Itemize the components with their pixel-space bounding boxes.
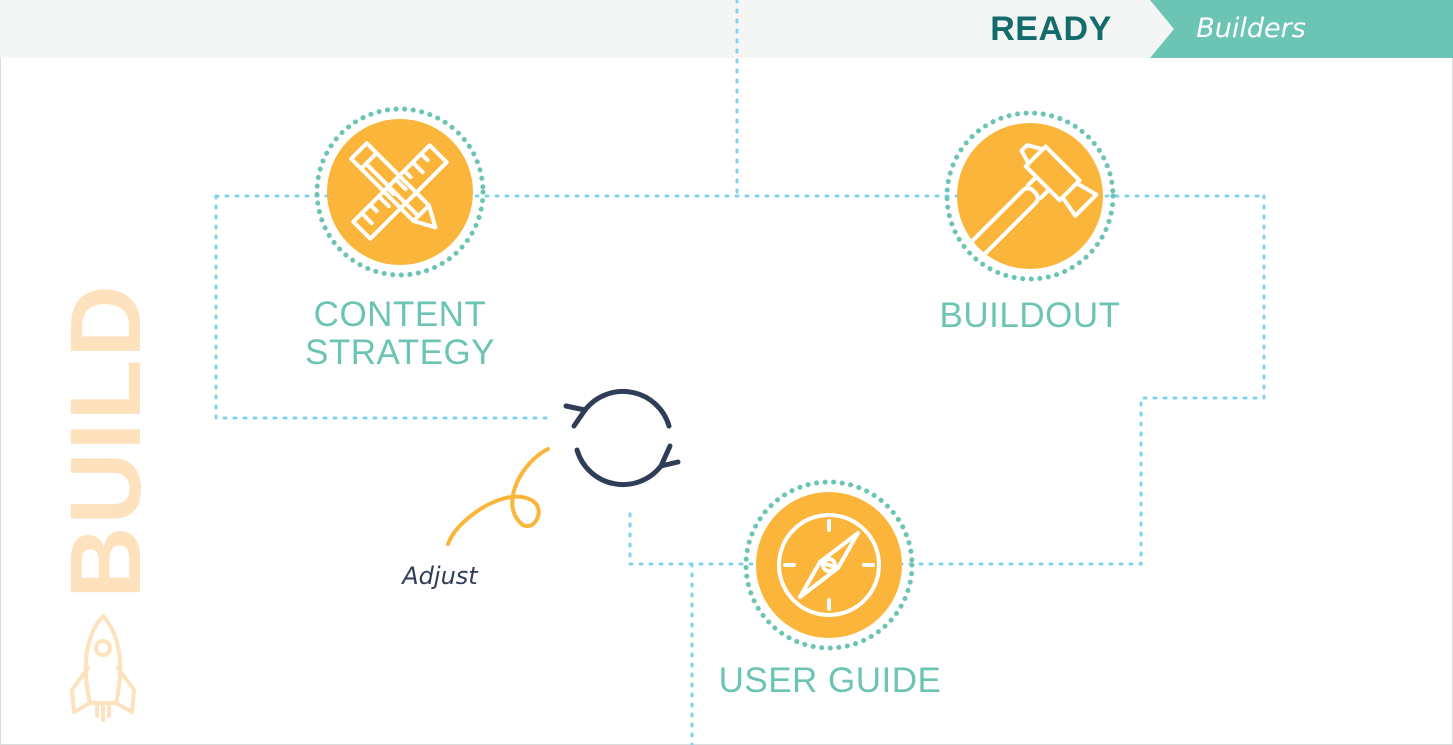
- builders-label: Builders: [1196, 13, 1306, 44]
- ready-label: READY: [990, 10, 1112, 48]
- hammer-icon: [969, 143, 1099, 257]
- user-guide-ring: [743, 479, 915, 651]
- cycle-arrow-top: [582, 388, 672, 429]
- connector-right-loop: [628, 194, 1266, 566]
- refresh-cycle-icon: [563, 388, 681, 488]
- user-guide-label: USER GUIDE: [700, 662, 960, 700]
- buildout-disc: [957, 123, 1103, 269]
- pencil-ruler-icon: [349, 141, 449, 241]
- adjust-squiggle: [446, 447, 550, 546]
- buildout-label: BUILDOUT: [920, 297, 1140, 335]
- content-strategy-label-line-1: CONTENT: [313, 295, 487, 334]
- connector-left-loop: [214, 194, 550, 420]
- cycle-arrowhead-bottom: [658, 443, 681, 469]
- content-strategy-label: CONTENT STRATEGY: [290, 296, 510, 372]
- connector-lines: [214, 0, 1266, 745]
- builders-tab: [1150, 0, 1453, 58]
- buildout-node: [944, 110, 1116, 282]
- cycle-arrow-bottom: [574, 447, 664, 488]
- user-guide-label-line-1: USER GUIDE: [718, 661, 942, 700]
- content-strategy-disc: [327, 119, 473, 265]
- content-strategy-label-line-2: STRATEGY: [304, 333, 496, 372]
- rocket-icon: [70, 614, 136, 722]
- content-strategy-ring: [314, 106, 486, 278]
- user-guide-node: [743, 479, 915, 651]
- compass-icon: [777, 513, 881, 617]
- adjust-label: Adjust: [402, 562, 478, 590]
- buildout-ring: [944, 110, 1116, 282]
- cycle-arrowhead-top: [563, 403, 588, 429]
- content-strategy-node: [314, 106, 486, 278]
- buildout-label-line-1: BUILDOUT: [939, 296, 1121, 335]
- build-side-title: BUILD: [50, 283, 162, 599]
